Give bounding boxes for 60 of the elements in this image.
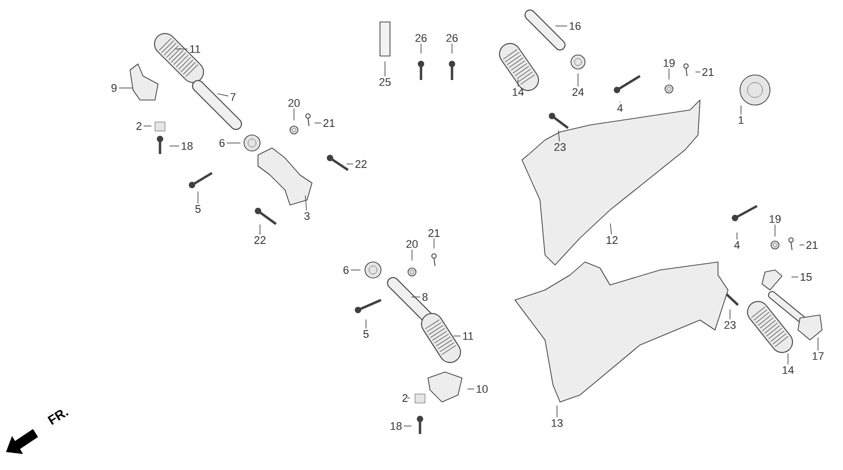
leader-line [175, 48, 188, 50]
leader-line [384, 61, 386, 77]
leader-line [774, 224, 776, 237]
callout-number: 19 [664, 59, 675, 67]
leader-line [558, 130, 560, 142]
callout-number: 14 [782, 366, 794, 374]
callout-number: 12 [606, 236, 618, 244]
callout-number: 13 [552, 419, 563, 427]
leader-line [411, 296, 421, 298]
callout-number: 9 [111, 84, 117, 92]
callout-number: 4 [734, 241, 740, 249]
callout-number: 11 [190, 45, 200, 53]
leader-line [467, 388, 475, 390]
callout-number: 20 [288, 99, 300, 107]
leader-line [226, 142, 241, 144]
callout-number: 14 [512, 88, 524, 96]
callout-number: 23 [724, 321, 736, 329]
callout-number: 26 [415, 34, 427, 42]
leader-line [736, 232, 738, 240]
callout-number: 1 [738, 116, 744, 124]
callout-number: 21 [428, 229, 440, 237]
callout-number: 23 [554, 143, 566, 151]
callout-number: 4 [617, 104, 623, 112]
callout-number: 2 [402, 394, 408, 402]
callout-number: 21 [806, 241, 818, 249]
callout-number: 11 [463, 332, 474, 340]
leader-line [304, 195, 307, 211]
callout-number: 21 [702, 68, 714, 76]
callout-number: 17 [812, 352, 824, 360]
callout-number: 15 [800, 273, 812, 281]
leader-line [314, 122, 322, 124]
leader-line [740, 105, 742, 115]
leader-line [799, 244, 805, 246]
callout-number: 22 [355, 160, 367, 168]
callout-number: 26 [446, 34, 458, 42]
leader-line [610, 223, 612, 235]
callout-number: 3 [304, 212, 310, 220]
callout-number: 5 [195, 205, 201, 213]
callout-number: 6 [344, 266, 349, 274]
direction-label: FR. [48, 410, 68, 425]
leader-line [556, 405, 558, 418]
callout-number: 22 [254, 236, 266, 244]
callout-number: 24 [572, 88, 584, 96]
callout-number: 8 [422, 293, 428, 301]
callout-number: 18 [182, 142, 193, 150]
callout-number: 7 [230, 93, 236, 101]
callout-number: 16 [570, 22, 581, 30]
leader-line [217, 93, 229, 96]
callout-number: 25 [379, 78, 391, 86]
leader-line [791, 276, 799, 278]
callout-number: 6 [220, 139, 225, 147]
leader-line [420, 43, 422, 54]
callout-number: 18 [390, 422, 402, 430]
leader-line [668, 68, 670, 80]
callout-number: 20 [406, 240, 418, 248]
callout-number: 10 [476, 385, 488, 393]
callout-number: 2 [136, 122, 142, 130]
callout-number: 21 [323, 119, 335, 127]
callout-number: 5 [363, 330, 369, 338]
callout-number: 19 [770, 215, 781, 223]
